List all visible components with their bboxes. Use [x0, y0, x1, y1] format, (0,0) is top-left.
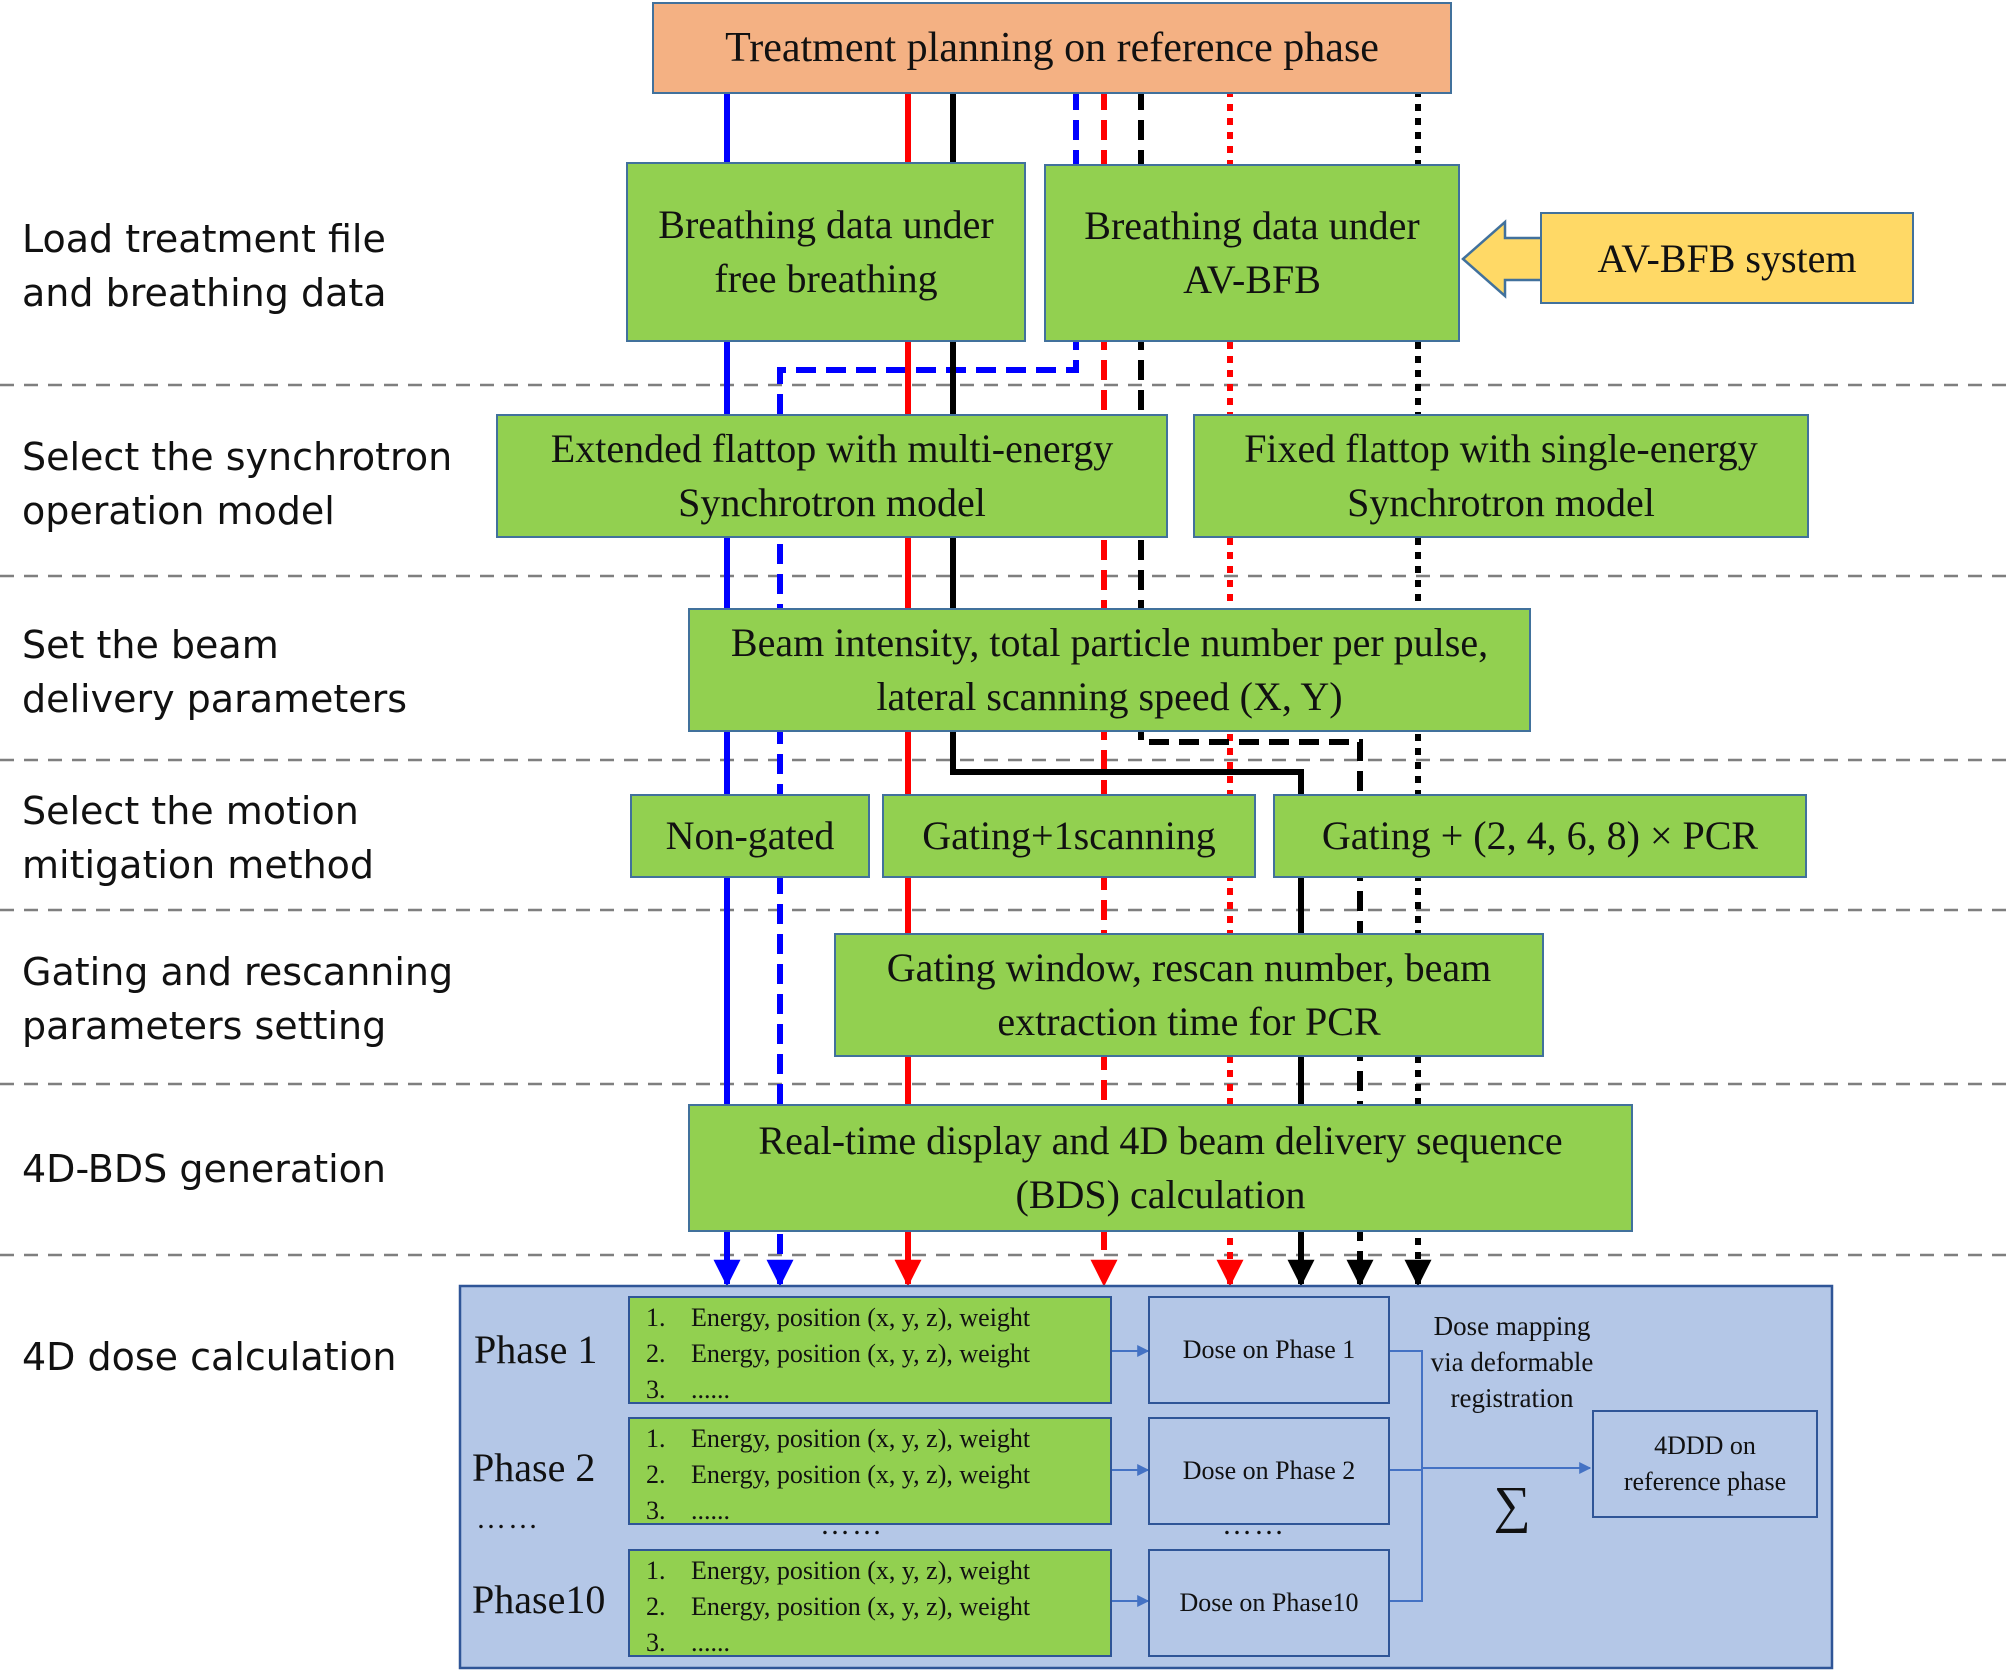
fixed-flattop-label: Fixed flattop with single-energy Synchro… [1244, 426, 1758, 525]
beam-params-box: Beam intensity, total particle number pe… [688, 608, 1531, 732]
phase-10-label: Phase10 [472, 1577, 606, 1622]
gating-window-label: Gating window, rescan number, beam extra… [886, 945, 1492, 1044]
extended-flattop-label: Extended flattop with multi-energy Synch… [550, 426, 1114, 525]
avbfb-system-label: AV-BFB system [1597, 235, 1857, 281]
list-num: 1. [646, 1303, 666, 1332]
mapping-bracket [1390, 1350, 1423, 1602]
non-gated-label: Non-gated [665, 813, 835, 858]
gating-window-box: Gating window, rescan number, beam extra… [834, 933, 1544, 1057]
gating-1scan-label: Gating+1scanning [922, 813, 1216, 858]
treatment-planning-label: Treatment planning on reference phase [725, 25, 1379, 71]
dose-phase-1-label: Dose on Phase 1 [1182, 1335, 1356, 1364]
phase-2-list: 1. Energy, position (x, y, z), weight 2. E… [628, 1417, 1112, 1525]
list-item: ...... [691, 1496, 730, 1525]
phase-1-label: Phase 1 [474, 1327, 598, 1372]
avbfb-data-box: Breathing data under AV-BFB [1044, 164, 1460, 342]
list-item: Energy, position (x, y, z), weight [691, 1556, 1031, 1585]
free-breathing-box: Breathing data under free breathing [626, 162, 1026, 342]
list-num: 2. [646, 1460, 666, 1489]
result-4ddd-label: 4DDD on reference phase [1623, 1431, 1787, 1496]
list-ellipsis: …… [820, 1508, 884, 1541]
list-num: 3. [646, 1375, 666, 1404]
list-item: Energy, position (x, y, z), weight [691, 1424, 1031, 1453]
phase-2-label: Phase 2 [472, 1445, 596, 1490]
extended-flattop-box: Extended flattop with multi-energy Synch… [496, 414, 1168, 538]
dose-phase-1-box: Dose on Phase 1 [1148, 1296, 1390, 1404]
dose-phase-2-label: Dose on Phase 2 [1182, 1456, 1356, 1485]
list-item: Energy, position (x, y, z), weight [691, 1339, 1031, 1368]
avbfb-system-box: AV-BFB system [1540, 212, 1914, 304]
list-num: 3. [646, 1628, 666, 1657]
fixed-flattop-box: Fixed flattop with single-energy Synchro… [1193, 414, 1809, 538]
step-bds-label: 4D-BDS generation [22, 1147, 386, 1191]
list-num: 3. [646, 1496, 666, 1525]
list-item: ...... [691, 1628, 730, 1657]
result-4ddd-box: 4DDD on reference phase [1592, 1410, 1818, 1518]
list-item: Energy, position (x, y, z), weight [691, 1592, 1031, 1621]
free-breathing-label: Breathing data under free breathing [658, 202, 994, 301]
treatment-planning-box: Treatment planning on reference phase [652, 2, 1452, 94]
dose-phase-10-label: Dose on Phase10 [1179, 1588, 1359, 1617]
list-num: 1. [646, 1424, 666, 1453]
step-motion-label: Select the motion mitigation method [22, 789, 375, 887]
list-item: ...... [691, 1375, 730, 1404]
gating-pcr-label: Gating + (2, 4, 6, 8) × PCR [1321, 813, 1759, 858]
list-num: 1. [646, 1556, 666, 1585]
list-item: Energy, position (x, y, z), weight [691, 1303, 1031, 1332]
phase-10-list: 1. Energy, position (x, y, z), weight 2. E… [628, 1549, 1112, 1657]
realtime-bds-label: Real-time display and 4D beam delivery s… [758, 1118, 1563, 1217]
step-sync-label: Select the synchrotron operation model [22, 435, 453, 533]
realtime-bds-box: Real-time display and 4D beam delivery s… [688, 1104, 1633, 1232]
phase-1-list: 1. Energy, position (x, y, z), weight 2. E… [628, 1296, 1112, 1404]
phase-ellipsis: …… [476, 1502, 540, 1535]
dose-phase-2-box: Dose on Phase 2 [1148, 1417, 1390, 1525]
mapping-note: Dose mapping via deformable registration [1430, 1311, 1594, 1413]
non-gated-box: Non-gated [630, 794, 870, 878]
dose-ellipsis: …… [1222, 1508, 1286, 1541]
step-gating-label: Gating and rescanning parameters setting [22, 950, 454, 1048]
step-load-label: Load treatment file and breathing data [22, 217, 387, 315]
gating-1scan-box: Gating+1scanning [882, 794, 1256, 878]
gating-pcr-box: Gating + (2, 4, 6, 8) × PCR [1273, 794, 1807, 878]
list-item: Energy, position (x, y, z), weight [691, 1460, 1031, 1489]
list-num: 2. [646, 1339, 666, 1368]
avbfb-data-label: Breathing data under AV-BFB [1084, 203, 1420, 302]
step-beam-label: Set the beam delivery parameters [22, 623, 408, 721]
beam-params-label: Beam intensity, total particle number pe… [730, 620, 1489, 719]
dose-phase-10-box: Dose on Phase10 [1148, 1549, 1390, 1657]
step-dose-label: 4D dose calculation [22, 1335, 397, 1379]
sum-symbol: ∑ [1493, 1477, 1531, 1534]
list-num: 2. [646, 1592, 666, 1621]
